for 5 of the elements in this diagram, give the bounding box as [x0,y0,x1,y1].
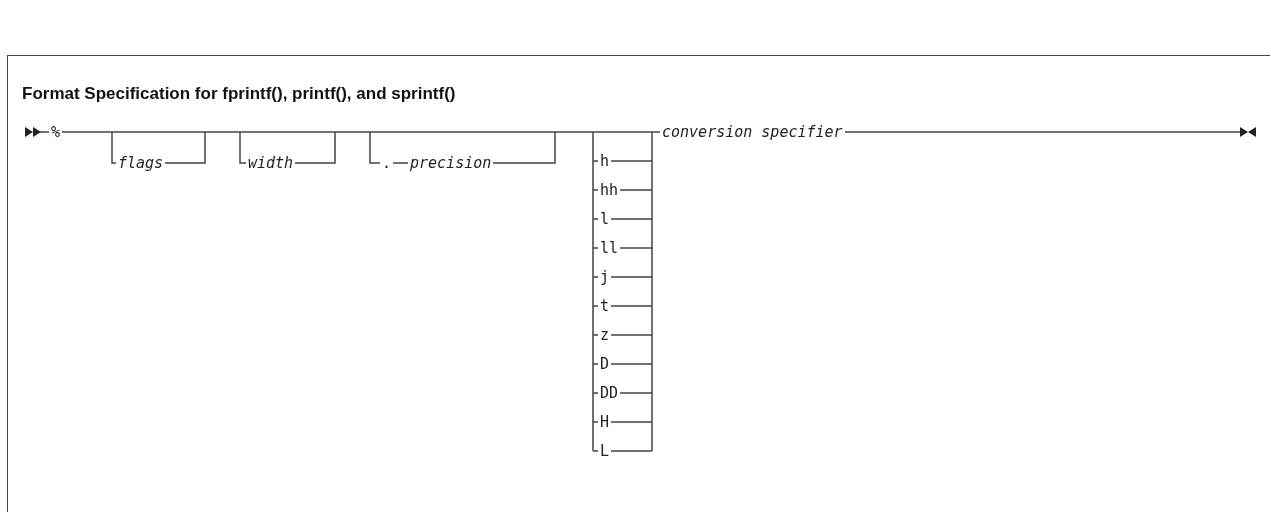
diagram-title: Format Specification for fprintf(), printf(), and sprintf() [22,84,456,104]
modifier-label: j [598,267,612,286]
option-label: conversion specifier [660,122,845,141]
option-label: precision [408,153,494,172]
option-label: flags [116,153,166,172]
